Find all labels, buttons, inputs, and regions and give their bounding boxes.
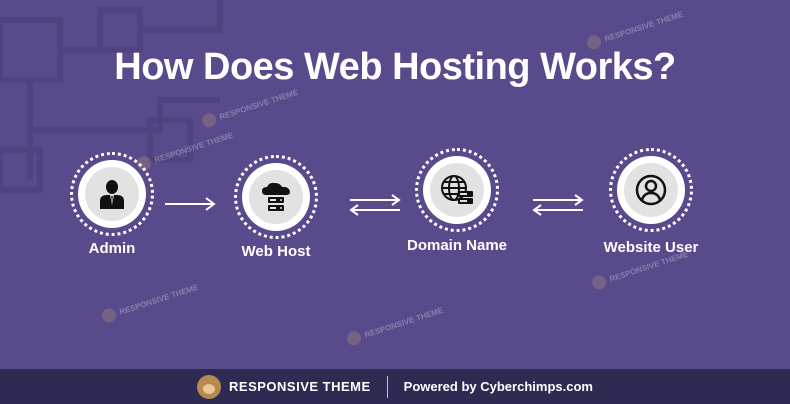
background-circuit-decoration [0,0,223,193]
dotted-ring [234,155,318,239]
globe-server-icon [441,175,473,204]
admin-user-icon [100,180,124,209]
dotted-ring [70,152,154,236]
chimp-logo-icon [197,374,222,399]
node-label-domain-name: Domain Name [406,237,508,254]
footer-powered-by: Powered by Cyberchimps.com [403,379,593,394]
watermark: RESPONSIVE THEME [345,303,445,348]
arrow-admin-to-webhost [165,197,216,211]
cloud-server-icon [262,182,290,211]
page-title: How Does Web Hosting Works? [114,46,676,88]
footer-divider [386,375,388,398]
watermark: RESPONSIVE THEME [585,7,685,52]
node-label-web-host: Web Host [241,243,311,260]
arrow-domain-user-bidirectional [532,194,584,216]
dotted-ring [415,148,499,232]
arrow-webhost-domain-bidirectional [349,194,401,216]
node-domain-name [415,148,499,232]
node-label-website-user: Website User [603,239,699,256]
user-circle-icon [635,174,667,206]
node-label-admin: Admin [88,240,136,257]
watermark: RESPONSIVE THEME [100,280,200,325]
node-website-user [609,148,693,232]
node-admin [70,152,154,236]
footer-brand-name: RESPONSIVE THEME [229,379,371,394]
footer-bar: RESPONSIVE THEME Powered by Cyberchimps.… [0,369,790,404]
dotted-ring [609,148,693,232]
footer-brand: RESPONSIVE THEME [197,374,371,399]
node-web-host [234,155,318,239]
